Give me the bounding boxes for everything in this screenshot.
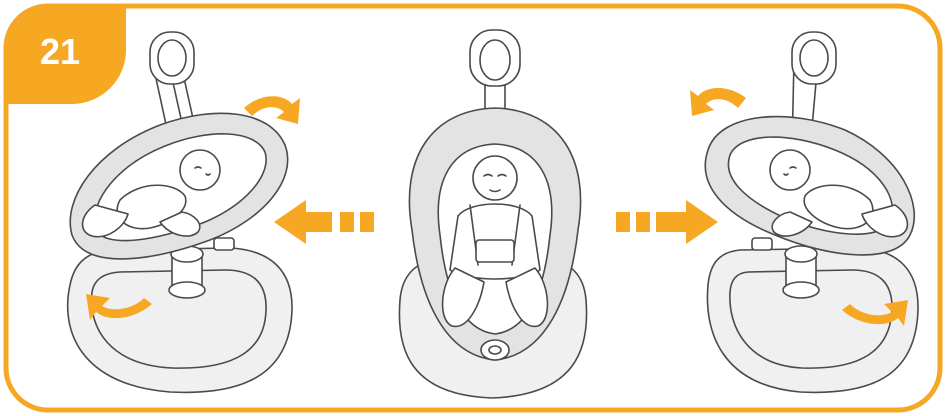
swing-rotated-left (66, 31, 293, 394)
baby-head (472, 155, 518, 201)
step-badge: 21 (6, 6, 126, 104)
rotate-clockwise-icon (244, 96, 300, 124)
rotate-counterclockwise-icon (690, 88, 746, 116)
harness-buckle (475, 239, 515, 263)
baby-head (769, 149, 811, 191)
arrow-right-icon (616, 200, 718, 244)
control-knob (480, 339, 510, 361)
arrow-left-icon (274, 200, 374, 244)
swing-rotated-right (704, 31, 919, 394)
step-number: 21 (40, 31, 80, 72)
rotate-counterclockwise-icon (86, 294, 152, 320)
swing-front-center (398, 29, 588, 399)
rotate-clockwise-icon (842, 300, 908, 326)
baby-head (179, 149, 221, 191)
